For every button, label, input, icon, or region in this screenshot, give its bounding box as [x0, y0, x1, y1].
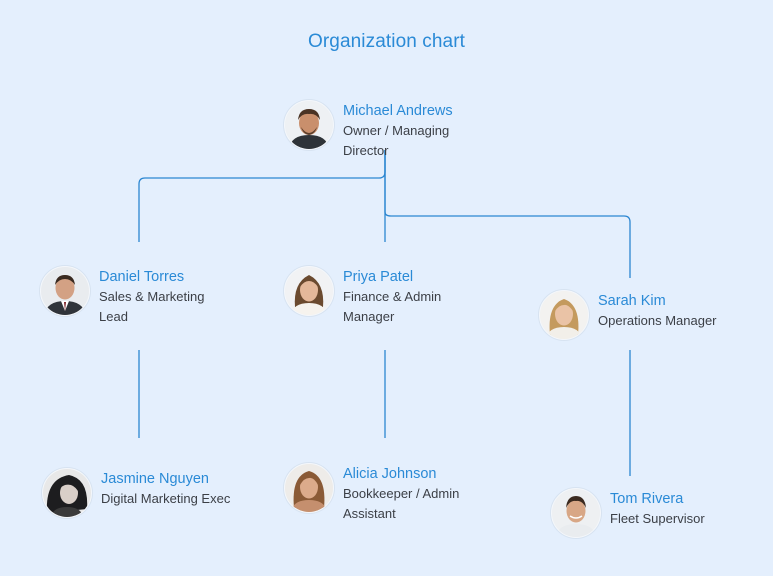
person-role: Operations Manager	[598, 313, 717, 328]
person-photo-icon	[552, 489, 600, 537]
person-photo-icon	[540, 291, 588, 339]
chart-title: Organization chart	[307, 31, 466, 52]
node-daniel-torres[interactable]: Daniel Torres Sales & Marketing Lead	[40, 266, 229, 327]
person-photo-icon	[285, 464, 333, 512]
person-role: Owner / Managing Director	[343, 123, 450, 158]
person-name: Sarah Kim	[598, 293, 666, 309]
person-name: Tom Rivera	[610, 491, 684, 507]
connector-michael-sarah	[384, 150, 631, 278]
avatar	[284, 100, 334, 150]
person-name: Daniel Torres	[99, 269, 185, 285]
avatar	[284, 463, 334, 513]
node-tom-rivera[interactable]: Tom Rivera Fleet Supervisor	[551, 488, 730, 538]
avatar	[40, 266, 90, 316]
person-role: Digital Marketing Exec	[101, 491, 231, 506]
avatar	[42, 468, 92, 518]
person-photo-icon	[285, 101, 333, 149]
person-name: Alicia Johnson	[343, 466, 437, 482]
person-photo-icon	[43, 469, 91, 517]
node-jasmine-nguyen[interactable]: Jasmine Nguyen Digital Marketing Exec	[42, 468, 251, 518]
avatar	[539, 290, 589, 340]
person-photo-icon	[41, 267, 89, 315]
connector-michael-daniel	[138, 150, 386, 242]
node-priya-patel[interactable]: Priya Patel Finance & Admin Manager	[284, 266, 473, 327]
node-sarah-kim[interactable]: Sarah Kim Operations Manager	[539, 290, 738, 340]
person-name: Priya Patel	[343, 269, 414, 285]
node-michael-andrews[interactable]: Michael Andrews Owner / Managing Directo…	[284, 100, 473, 161]
person-role: Bookkeeper / Admin Assistant	[343, 486, 460, 521]
avatar	[284, 266, 334, 316]
avatar	[551, 488, 601, 538]
person-role: Fleet Supervisor	[610, 511, 705, 526]
person-role: Sales & Marketing Lead	[99, 289, 205, 324]
person-photo-icon	[285, 267, 333, 315]
person-name: Michael Andrews	[343, 103, 453, 119]
person-role: Finance & Admin Manager	[343, 289, 442, 324]
node-alicia-johnson[interactable]: Alicia Johnson Bookkeeper / Admin Assist…	[284, 463, 483, 524]
person-name: Jasmine Nguyen	[101, 471, 209, 487]
